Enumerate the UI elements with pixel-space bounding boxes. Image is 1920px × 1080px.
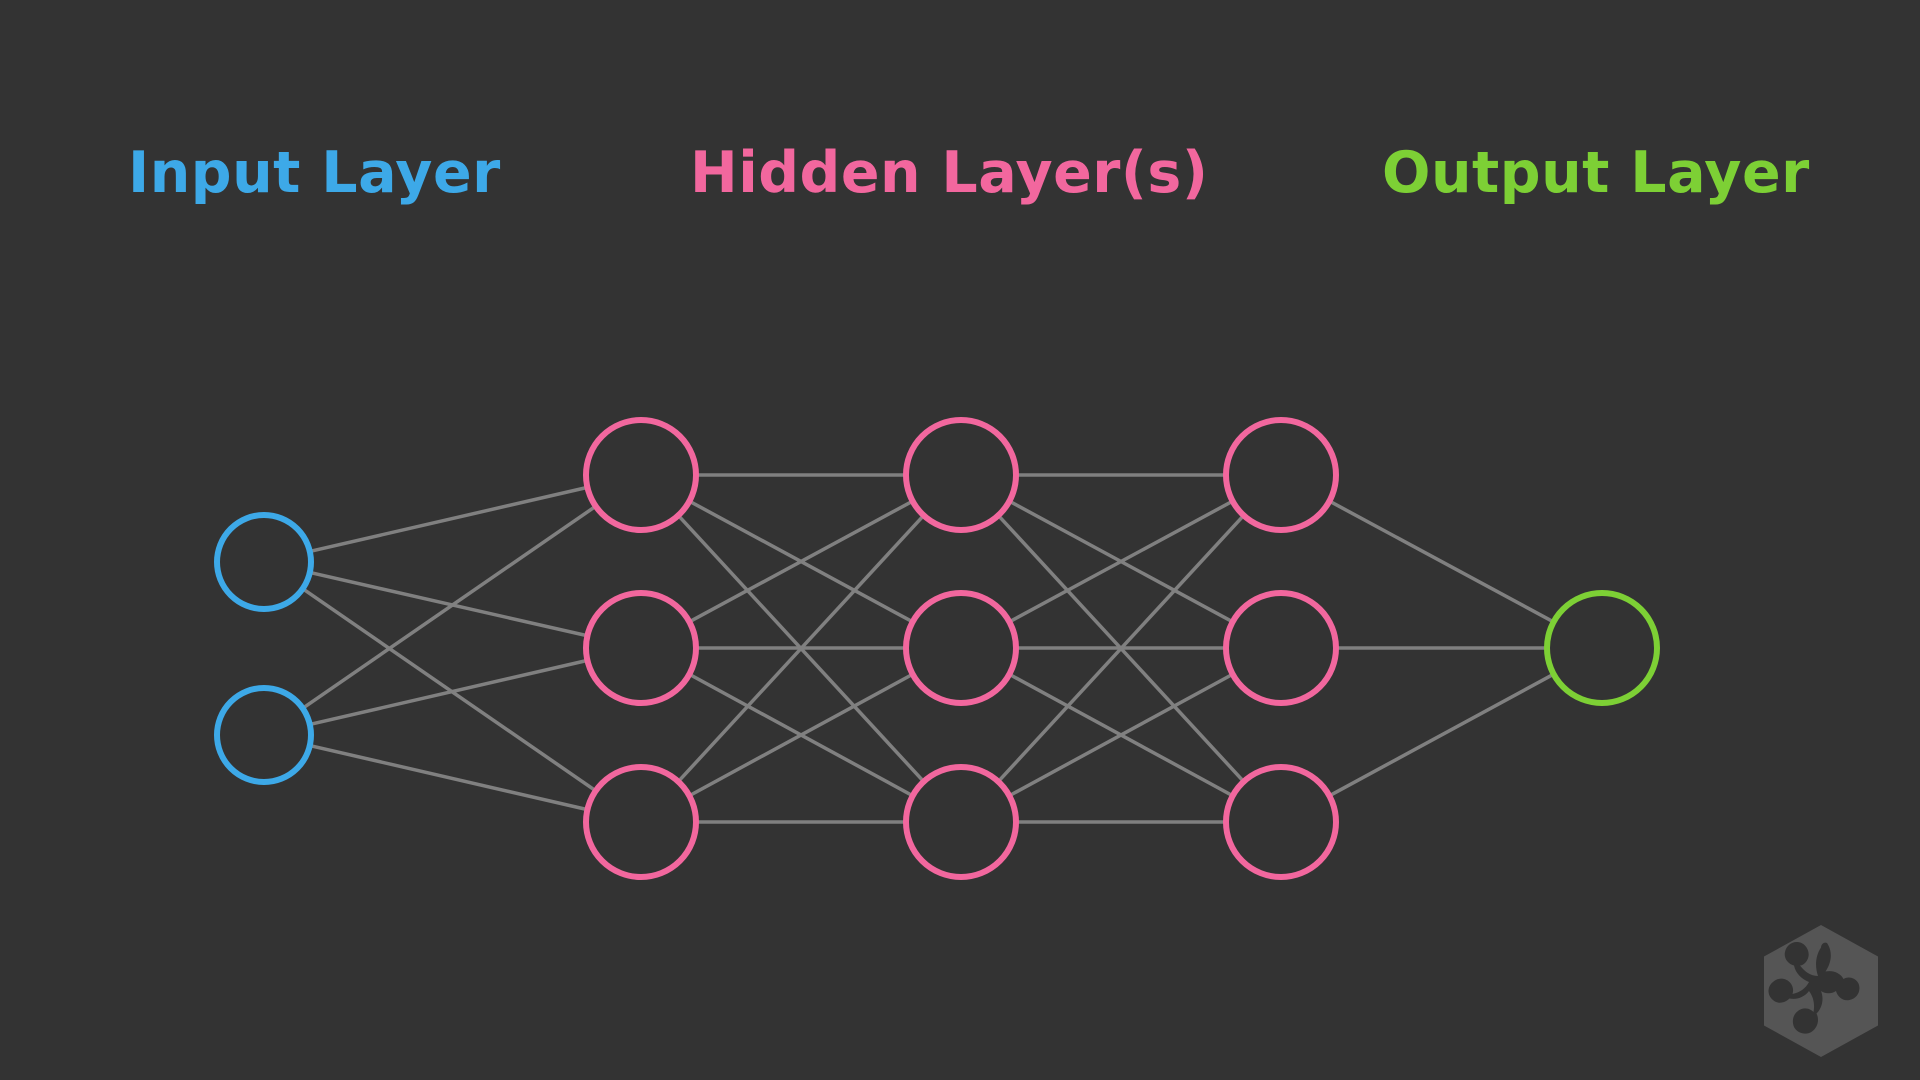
connection-edge [309,570,588,638]
connection-edge [309,743,588,812]
neuron-node-h3-1 [1223,417,1339,533]
neuron-node-h2-1 [903,417,1019,533]
connection-edge [309,485,588,554]
connection-edge [309,658,588,727]
neuron-node-h1-2 [583,590,699,706]
neuron-node-h2-2 [903,590,1019,706]
neuron-node-h1-1 [583,417,699,533]
connection-edge [301,504,597,710]
connection-edge [301,587,597,793]
connection-edge [1008,499,1234,624]
connection-edge [1008,672,1234,798]
neuron-node-h3-2 [1223,590,1339,706]
neuron-node-h3-3 [1223,764,1339,880]
connection-edge [1328,672,1555,798]
neuron-node-h1-3 [583,764,699,880]
connection-edge [1328,499,1555,624]
connection-edge [688,672,914,798]
treehouse-logo-icon [1764,925,1878,1057]
connection-edge [688,499,914,624]
neuron-node-h2-3 [903,764,1019,880]
neuron-node-i1 [214,512,314,612]
neuron-node-i2 [214,685,314,785]
neuron-nodes [214,417,1660,880]
connection-edge [676,514,926,783]
neuron-node-o1 [1544,590,1660,706]
connection-edge [996,514,1246,783]
connection-edges [301,473,1555,824]
